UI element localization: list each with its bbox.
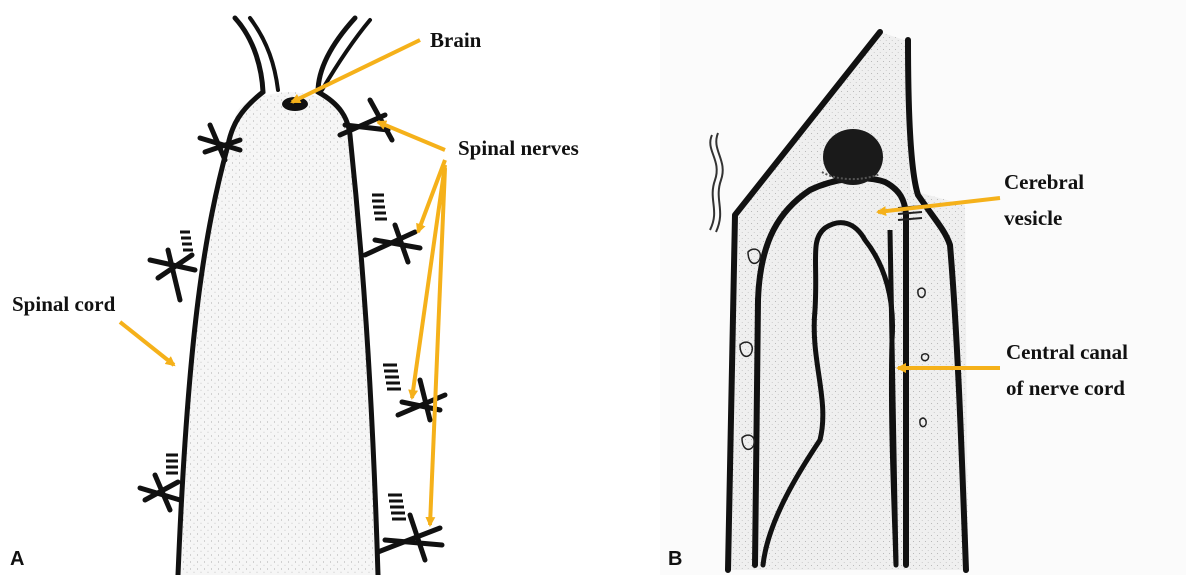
label-central-canal-1: Central canal <box>1006 340 1128 364</box>
cerebral-vesicle-drawing <box>660 0 1186 575</box>
label-spinal-nerves: Spinal nerves <box>458 136 579 160</box>
label-spinal-cord: Spinal cord <box>12 292 115 316</box>
panel-letter-b: B <box>668 548 682 571</box>
label-cerebral-vesicle-1: Cerebral <box>1004 170 1084 194</box>
spinal-cord-body <box>180 92 378 575</box>
panel-b: Cerebral vesicle Central canal of nerve … <box>660 0 1186 575</box>
panel-a: Brain Spinal nerves Spinal cord A <box>0 0 590 575</box>
spinal-cord-drawing <box>0 0 590 575</box>
spinal-cord-arrow <box>120 322 174 365</box>
label-brain: Brain <box>430 28 481 52</box>
brain-arrow <box>292 40 420 102</box>
label-central-canal-2: of nerve cord <box>1006 376 1125 400</box>
label-cerebral-vesicle-2: vesicle <box>1004 206 1062 230</box>
panel-letter-a: A <box>10 548 24 571</box>
